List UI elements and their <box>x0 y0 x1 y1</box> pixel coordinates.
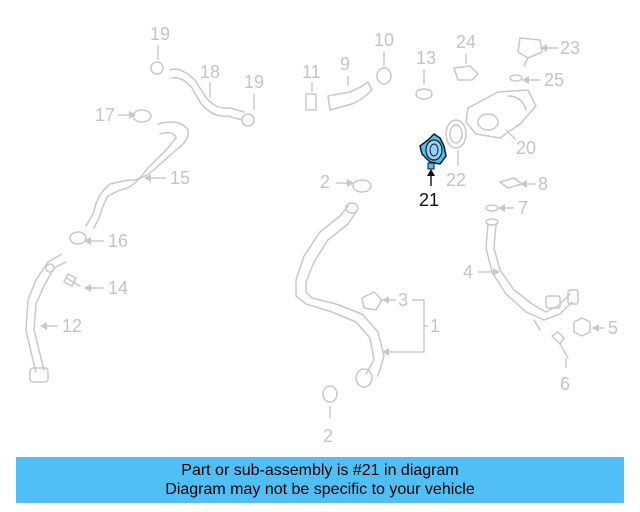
callout-10: 10 <box>374 30 394 50</box>
pipe-1-end <box>355 368 373 388</box>
callout-3: 3 <box>398 290 408 310</box>
hose-9 <box>327 81 373 111</box>
nut-5 <box>573 317 591 337</box>
part-11 <box>305 93 317 111</box>
callout-4: 4 <box>463 262 473 282</box>
hose-18-edge <box>171 76 243 121</box>
banner-line-1: Part or sub-assembly is #21 in diagram <box>181 462 459 479</box>
clamp-19-right <box>241 113 255 127</box>
callout-20: 20 <box>516 138 536 158</box>
callout-2-bottom: 2 <box>323 426 333 446</box>
clamp-16 <box>69 231 87 245</box>
part-8 <box>499 177 523 189</box>
callout-25: 25 <box>544 70 564 90</box>
callout-19-top: 19 <box>150 24 170 44</box>
callout-9: 9 <box>340 54 350 74</box>
callout-21: 21 <box>419 190 439 210</box>
clamp-10 <box>376 67 392 85</box>
pipe-4 <box>485 223 573 321</box>
callout-15: 15 <box>170 168 190 188</box>
callout-22: 22 <box>446 170 466 190</box>
pipe-1 <box>295 205 375 375</box>
callout-12: 12 <box>62 316 82 336</box>
banner-line-2: Diagram may not be specific to your vehi… <box>165 481 475 498</box>
callout-8: 8 <box>538 174 548 194</box>
hose-15 <box>85 121 189 227</box>
callout-24: 24 <box>456 32 476 52</box>
callout-17: 17 <box>95 105 115 125</box>
o-ring-7 <box>485 204 499 212</box>
hose-15-edge <box>93 131 177 229</box>
bolt-14 <box>63 273 81 287</box>
callout-11: 11 <box>302 62 321 82</box>
o-ring-25 <box>509 74 523 82</box>
callout-5: 5 <box>608 318 618 338</box>
callout-1: 1 <box>430 316 440 336</box>
sensor-23 <box>517 37 543 67</box>
gasket-22 <box>445 119 467 149</box>
clamp-2-top <box>352 179 372 193</box>
clamp-2-bottom <box>322 385 338 403</box>
callout-14: 14 <box>108 278 128 298</box>
parts-diagram: 19 18 19 17 15 16 14 12 11 9 10 13 <box>25 24 618 446</box>
callout-16: 16 <box>108 231 128 251</box>
washer-13 <box>415 88 433 100</box>
callout-7: 7 <box>518 198 528 218</box>
callout-6: 6 <box>560 374 570 394</box>
housing-20 <box>465 89 537 139</box>
callout-18: 18 <box>200 62 220 82</box>
bolt-6 <box>551 331 569 359</box>
callout-13: 13 <box>416 48 436 68</box>
pipe-12-end <box>29 367 49 383</box>
clamp-19-top <box>150 61 164 75</box>
clamp-17 <box>132 109 152 123</box>
callout-2-top: 2 <box>320 172 330 192</box>
pipe-4-edge <box>493 223 571 313</box>
callout-19-right: 19 <box>244 72 264 92</box>
hose-18 <box>169 68 245 113</box>
clip-3 <box>361 291 383 311</box>
pipe-12 <box>25 253 63 373</box>
leader-20 <box>505 129 517 141</box>
info-banner: Part or sub-assembly is #21 in diagram D… <box>16 457 624 503</box>
thermostat-21[interactable] <box>419 133 447 170</box>
pipe-1-edge <box>305 211 385 377</box>
callout-23: 23 <box>560 38 580 58</box>
bracket-24 <box>453 65 479 81</box>
